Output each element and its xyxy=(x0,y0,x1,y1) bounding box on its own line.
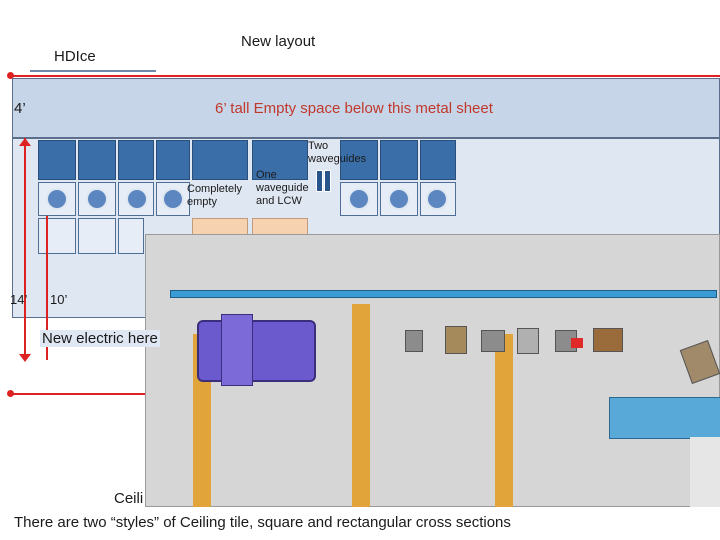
vertical-dimension-arrow-bottom xyxy=(19,354,31,362)
wall-port-circle xyxy=(348,188,370,210)
beamline-pipe xyxy=(170,290,717,298)
wall-port-circle xyxy=(162,188,184,210)
wall-port-circle xyxy=(126,188,148,210)
page-title: New layout xyxy=(241,33,316,50)
wall-tile xyxy=(78,140,116,180)
wall-tile xyxy=(38,218,76,254)
wall-tile xyxy=(420,140,456,180)
vertical-dimension-line-10 xyxy=(46,216,48,360)
ceiling-partial-label: Ceili xyxy=(114,490,144,507)
height-4-label: 4’ xyxy=(14,100,26,117)
width-10-label: 10’ xyxy=(50,292,68,307)
wall-tile xyxy=(38,140,76,180)
wall-port-circle xyxy=(426,188,448,210)
floor-blue-block xyxy=(609,397,720,439)
two-waveguides-label: Two waveguides xyxy=(308,140,367,165)
purple-magnet-coil xyxy=(221,314,253,386)
waveguide-icon xyxy=(316,170,323,192)
wall-tile xyxy=(156,140,190,180)
wall-port-circle xyxy=(46,188,68,210)
beamline-device xyxy=(405,330,423,352)
red-marker xyxy=(571,338,583,348)
beamline-device xyxy=(517,328,539,354)
beamline-device xyxy=(593,328,623,352)
completely-empty-label: Completely empty xyxy=(187,183,243,208)
wall-tile xyxy=(118,182,154,216)
floor-dimension-end-dot xyxy=(7,390,14,397)
wall-tile xyxy=(118,140,154,180)
wall-tile xyxy=(380,140,418,180)
room-label-underline xyxy=(30,70,156,72)
wall-tile xyxy=(118,218,144,254)
beamline-floorplan xyxy=(145,234,720,507)
metal-sheet-band xyxy=(12,78,720,138)
top-dimension-end-dot xyxy=(7,72,14,79)
beamline-device xyxy=(445,326,467,354)
wall-tile xyxy=(192,140,248,180)
floor-beam xyxy=(495,334,513,507)
vertical-dimension-line xyxy=(24,138,26,360)
wall-port-circle xyxy=(388,188,410,210)
wall-tile xyxy=(252,140,308,180)
one-waveguide-label: One waveguide and LCW xyxy=(256,169,309,207)
floor-light-area xyxy=(690,437,720,507)
wall-tile xyxy=(78,218,116,254)
beamline-device xyxy=(481,330,505,352)
vertical-dimension-arrow-top xyxy=(19,138,31,146)
wall-tile xyxy=(340,140,378,180)
room-label: HDIce xyxy=(54,48,96,65)
height-14-label: 14’ xyxy=(10,292,28,307)
purple-magnet xyxy=(197,320,316,382)
top-dimension-line xyxy=(10,75,720,77)
wall-tile xyxy=(38,182,76,216)
floor-beam xyxy=(352,304,370,507)
new-electric-label: New electric here xyxy=(40,330,160,347)
metal-sheet-label: 6’ tall Empty space below this metal she… xyxy=(215,100,493,117)
ceiling-note: There are two “styles” of Ceiling tile, … xyxy=(14,514,511,531)
waveguide-icon xyxy=(324,170,331,192)
wall-port-circle xyxy=(86,188,108,210)
